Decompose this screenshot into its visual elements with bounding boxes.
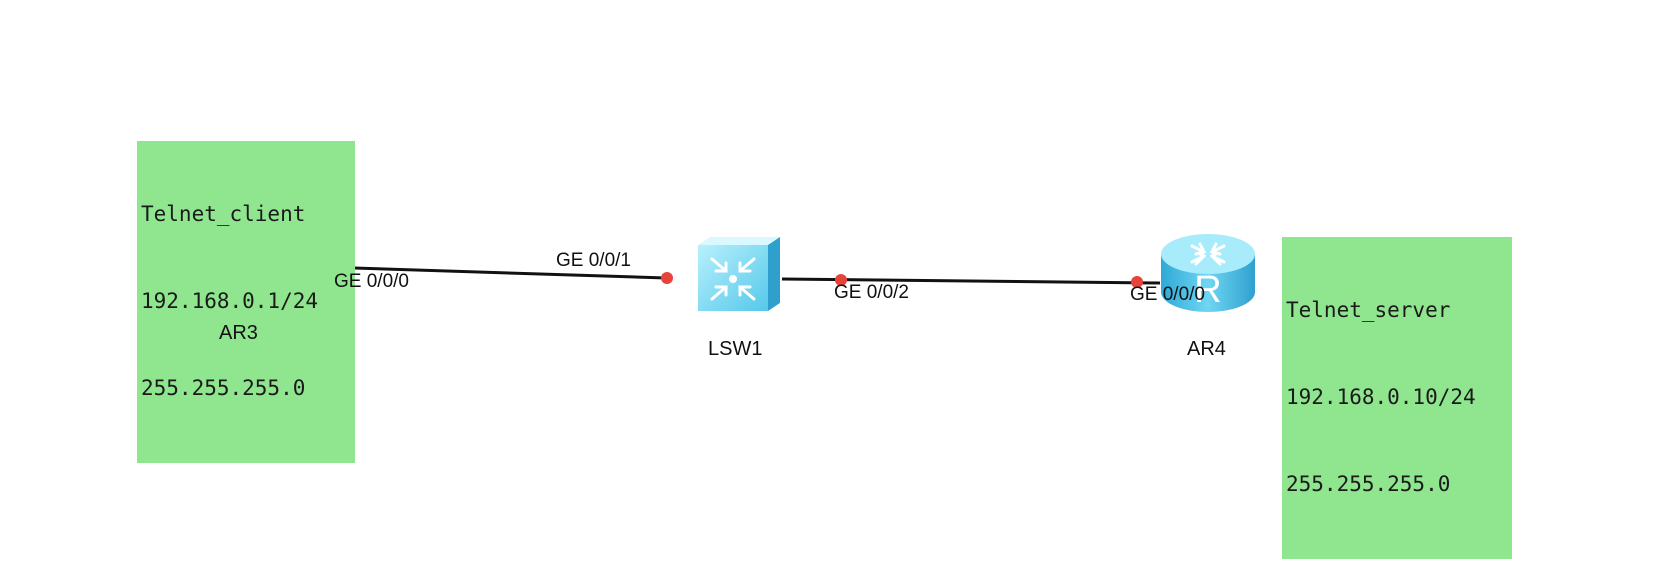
switch-lsw1[interactable]	[690, 235, 786, 315]
port-dot-lsw1-ge002	[835, 274, 847, 286]
port-label-lsw1-ge001: GE 0/0/1	[556, 250, 631, 271]
svg-text:R: R	[1194, 269, 1221, 311]
note-telnet-server[interactable]: Telnet_server 192.168.0.10/24 255.255.25…	[1282, 237, 1512, 559]
router-ar4[interactable]: R	[1158, 228, 1258, 318]
port-label-ar4-ge000: GE 0/0/0	[1130, 284, 1205, 305]
device-label-lsw1: LSW1	[708, 338, 763, 360]
device-label-ar4: AR4	[1187, 338, 1226, 360]
note-server-line-2: 192.168.0.10/24	[1286, 385, 1476, 409]
port-dot-lsw1-ge001	[661, 272, 673, 284]
note-telnet-client[interactable]: Telnet_client 192.168.0.1/24 255.255.255…	[137, 141, 355, 463]
device-label-ar3: AR3	[219, 322, 258, 344]
port-dot-ar4-ge000	[1131, 276, 1143, 288]
note-client-line-2: 192.168.0.1/24	[141, 289, 319, 313]
switch-icon	[698, 237, 780, 311]
note-server-line-1: Telnet_server	[1286, 298, 1451, 322]
router-icon: R	[1161, 234, 1255, 312]
port-label-lsw1-ge002: GE 0/0/2	[834, 282, 909, 303]
note-client-line-3: 255.255.255.0	[141, 376, 306, 400]
note-client-line-1: Telnet_client	[141, 202, 306, 226]
port-label-ar3-ge000: GE 0/0/0	[334, 271, 409, 292]
note-server-line-3: 255.255.255.0	[1286, 472, 1451, 496]
